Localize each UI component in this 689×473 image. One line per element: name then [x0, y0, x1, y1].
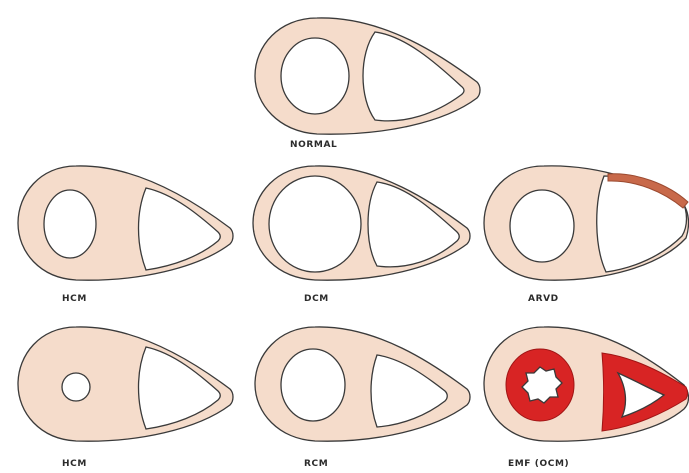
label-normal: NORMAL — [290, 141, 337, 150]
lv-cavity — [281, 349, 345, 421]
lv-cavity-small — [62, 373, 90, 401]
heart-hcm-concentric — [18, 327, 233, 441]
lv-cavity — [510, 190, 574, 262]
heart-hcm-asymmetric — [18, 166, 233, 280]
heart-rcm — [255, 327, 470, 441]
heart-normal — [255, 18, 480, 134]
lv-cavity — [281, 38, 349, 114]
heart-emf — [484, 327, 689, 441]
label-arvd: ARVD — [528, 295, 559, 304]
label-hcm-concentric: HCM — [62, 460, 87, 469]
lv-cavity — [44, 190, 96, 258]
label-dcm: DCM — [304, 295, 329, 304]
heart-dcm — [253, 166, 470, 280]
heart-arvd — [484, 166, 688, 280]
lv-cavity — [269, 176, 361, 272]
label-rcm: RCM — [304, 460, 328, 469]
label-hcm-asymmetric: HCM — [62, 295, 87, 304]
label-emf: EMF (OCM) — [508, 460, 569, 469]
